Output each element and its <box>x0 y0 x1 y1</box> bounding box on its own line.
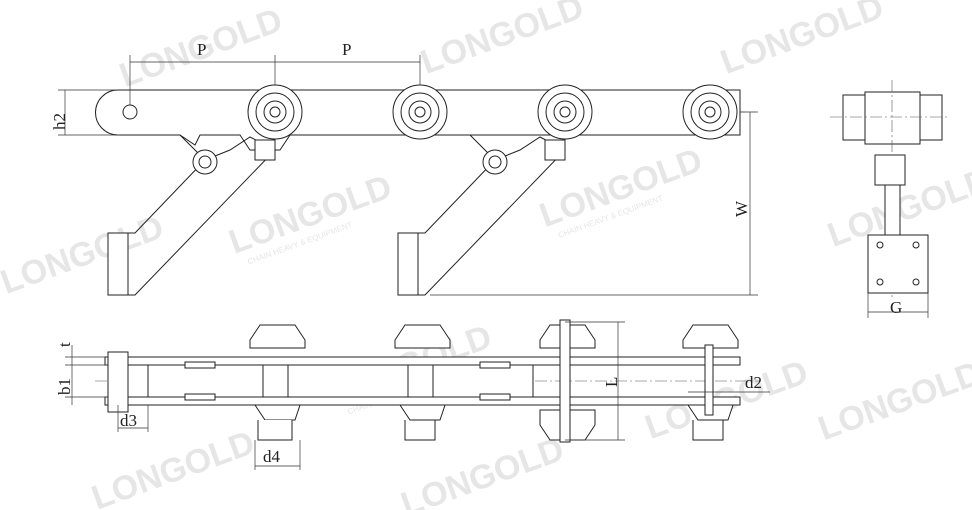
top-view: P P h2 W <box>50 40 758 296</box>
bolt-block <box>254 139 276 161</box>
watermark-text: LONGOLD <box>813 354 972 448</box>
roller <box>247 84 303 140</box>
watermark-text: LONGOLD <box>716 0 889 82</box>
pitch-label: P <box>197 40 206 59</box>
side-link <box>864 91 921 145</box>
side-pin-block <box>874 154 906 186</box>
inner-plate <box>147 364 534 398</box>
attachment-plate <box>107 232 129 296</box>
link-hole <box>122 104 138 120</box>
roller-cups <box>184 319 739 443</box>
side-arm <box>884 184 901 236</box>
roller <box>537 84 593 140</box>
watermark-text: LONGOLD <box>416 0 589 82</box>
L-label: L <box>602 377 621 387</box>
pitch-label: P <box>342 40 351 59</box>
end-pin <box>107 351 129 413</box>
bracket-hole <box>192 149 218 175</box>
side-roller <box>842 94 866 141</box>
G-label: G <box>890 298 902 317</box>
watermark-text: LONGOLD <box>396 430 569 510</box>
roller <box>682 84 738 140</box>
bolt-block <box>544 139 566 161</box>
side-view: G <box>830 80 950 318</box>
d2-label: d2 <box>745 373 762 392</box>
roller <box>392 84 448 140</box>
attachment-plate <box>397 232 419 296</box>
watermark-text: LONGOLD <box>87 424 260 510</box>
side-attachment-plate <box>867 234 929 294</box>
h2-label: h2 <box>50 113 69 130</box>
d3-label: d3 <box>120 411 137 430</box>
bracket-hole <box>482 149 508 175</box>
W-label: W <box>732 200 751 217</box>
watermark-text: LONGOLD <box>0 208 168 302</box>
watermark-text: LONGOLD <box>224 168 397 262</box>
b1-label: b1 <box>55 378 74 395</box>
d4-label: d4 <box>263 447 281 466</box>
bottom-view: t b1 d3 d4 L d2 <box>55 319 770 470</box>
t-label: t <box>55 342 74 347</box>
side-roller <box>919 94 943 141</box>
